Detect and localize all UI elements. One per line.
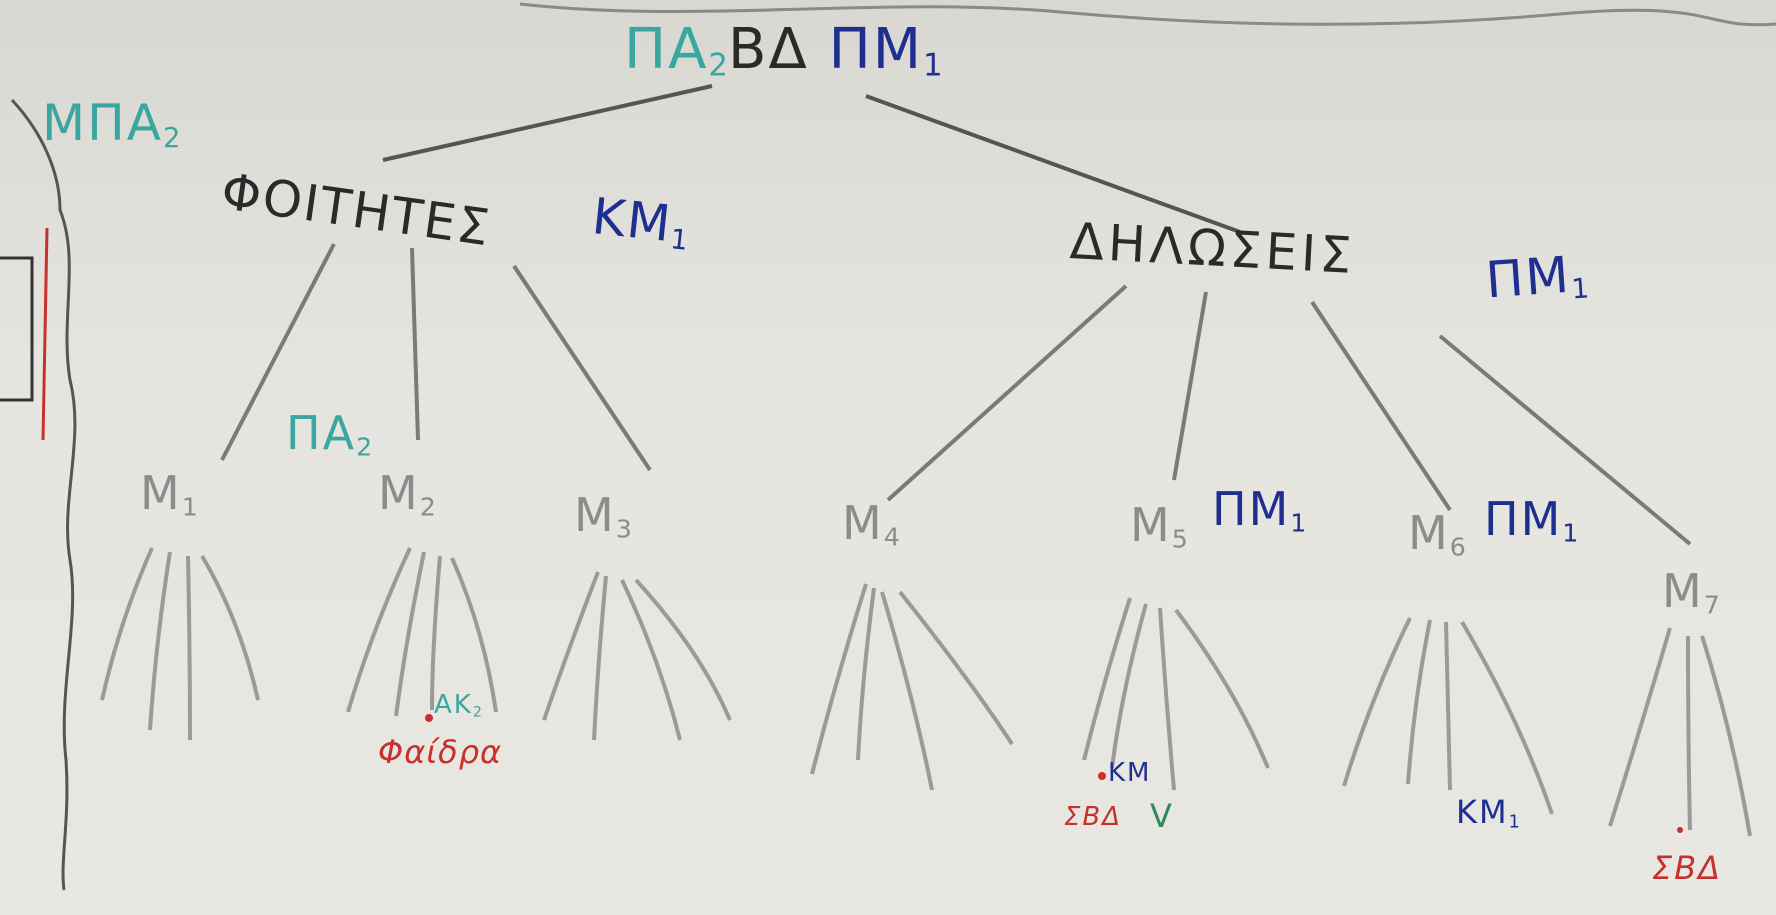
left-margin-red-line xyxy=(41,227,49,441)
root-node: ΠΑ2ΒΔ ΠΜ1 xyxy=(624,22,943,82)
board-left-border xyxy=(10,98,77,891)
leaf-fan-m3 xyxy=(542,571,732,741)
edge-students-m3 xyxy=(512,264,652,472)
leaf-fan-m4 xyxy=(810,583,1014,791)
left-margin-box xyxy=(0,256,34,402)
leaf-m7-note: ΣΒΔ xyxy=(1652,849,1723,887)
leaf-m5-note-top: ΚΜ xyxy=(1108,758,1152,788)
edge-decl-m5 xyxy=(1172,291,1208,481)
leaf-fan-m5 xyxy=(1082,597,1270,791)
root-tag: ΠΜ1 xyxy=(828,17,943,84)
note-dot-m2 xyxy=(425,714,433,722)
edge-students-m2 xyxy=(410,247,420,441)
root-prefix: ΠΑ2 xyxy=(624,17,729,84)
leaf-m6-tag: ΠΜ1 xyxy=(1484,492,1579,548)
leaf-m2: M2 xyxy=(378,466,436,522)
root-label: ΒΔ xyxy=(728,17,809,82)
leaf-m2-note-bottom: Φαίδρα xyxy=(378,733,503,771)
leaf-m7: M7 xyxy=(1662,564,1720,620)
leaf-m4: M4 xyxy=(842,496,900,552)
note-dot-m5 xyxy=(1098,772,1106,780)
leaf-m5-check: V xyxy=(1150,797,1174,835)
leaf-m6: M6 xyxy=(1408,506,1466,562)
leaf-m1: M1 xyxy=(140,466,198,522)
leaf-fan-m6 xyxy=(1342,617,1554,815)
declarations-tag: ΠΜ1 xyxy=(1483,245,1591,310)
leaf-m5-tag: ΠΜ1 xyxy=(1212,482,1307,538)
leaf-m2-note-top: ΑΚ2 xyxy=(434,690,482,721)
edge-root-to-declarations xyxy=(865,94,1241,234)
leaf-m5-note-bottom: ΣΒΔ xyxy=(1064,802,1123,832)
declarations-label: ΔΗΛΩΣΕΙΣ xyxy=(1068,212,1357,285)
leaf-fan-m1 xyxy=(100,547,260,741)
students-prefix: ΜΠΑ2 xyxy=(42,94,181,154)
leaf-fan-m2 xyxy=(346,547,498,717)
edge-root-to-students xyxy=(382,84,713,162)
edge-students-m1 xyxy=(220,243,336,461)
edge-decl-m7 xyxy=(1438,334,1692,546)
leaf-m3: M3 xyxy=(574,488,632,544)
board-top-edge xyxy=(519,2,1776,27)
leaf-m6-note: ΚΜ1 xyxy=(1456,793,1520,833)
leaf-m2-prefix: ΠΑ2 xyxy=(286,406,373,462)
students-tag: ΚΜ1 xyxy=(589,187,690,257)
edge-decl-m6 xyxy=(1310,300,1452,512)
leaf-m5: M5 xyxy=(1130,498,1188,554)
note-dot-m7 xyxy=(1677,827,1683,833)
leaf-fan-m7 xyxy=(1608,627,1752,837)
edge-decl-m4 xyxy=(886,284,1128,502)
